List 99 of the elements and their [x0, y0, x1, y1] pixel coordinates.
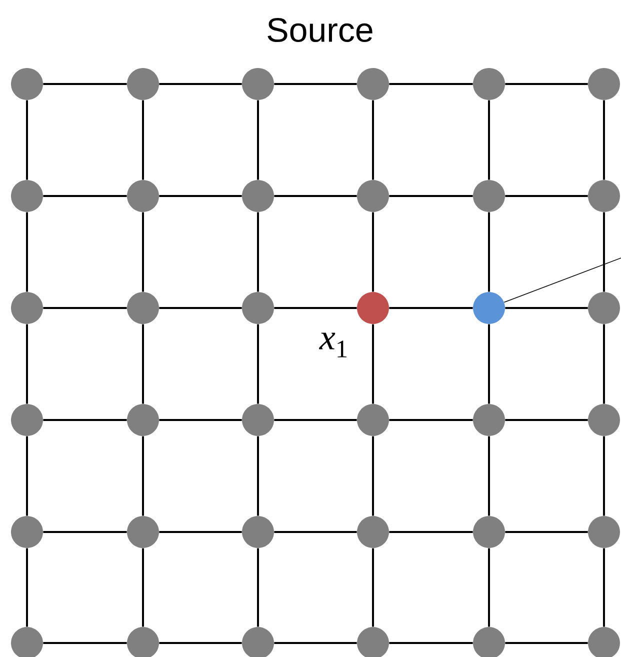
grid-line — [26, 100, 28, 180]
grid-node — [242, 292, 274, 324]
grid-node — [11, 68, 43, 100]
grid-line — [43, 642, 127, 644]
grid-line — [603, 100, 605, 180]
grid-node — [473, 627, 505, 657]
grid-line — [142, 324, 144, 404]
variable-label: x$_{1}$ — [319, 332, 347, 358]
grid-node — [242, 516, 274, 548]
grid-line — [372, 548, 374, 627]
grid-line — [274, 419, 357, 421]
grid-line — [257, 548, 259, 627]
grid-node — [473, 292, 505, 324]
grid-line — [274, 531, 357, 533]
grid-line — [488, 100, 490, 180]
grid-line — [603, 212, 605, 292]
grid-node — [357, 516, 389, 548]
grid-node — [242, 68, 274, 100]
grid-line — [372, 100, 374, 180]
grid-line — [26, 324, 28, 404]
grid-line — [488, 212, 490, 292]
grid-line — [159, 83, 242, 85]
grid-line — [389, 83, 473, 85]
grid-line — [389, 307, 473, 309]
grid-line — [257, 436, 259, 516]
grid-line — [26, 548, 28, 627]
grid-node — [242, 404, 274, 436]
grid-line — [488, 324, 490, 404]
grid-line — [372, 436, 374, 516]
grid-line — [603, 324, 605, 404]
grid-line — [505, 307, 588, 309]
grid-node — [11, 404, 43, 436]
grid-line — [257, 100, 259, 180]
grid-line — [142, 212, 144, 292]
grid-node — [588, 68, 620, 100]
grid-node — [357, 404, 389, 436]
grid-line — [505, 642, 588, 644]
grid-node — [588, 627, 620, 657]
grid-line — [505, 83, 588, 85]
grid-node — [473, 68, 505, 100]
grid-line — [43, 83, 127, 85]
grid-line — [274, 307, 357, 309]
grid-node — [11, 292, 43, 324]
grid-line — [43, 195, 127, 197]
grid-line — [389, 419, 473, 421]
grid-line — [257, 212, 259, 292]
grid-node — [473, 180, 505, 212]
grid-line — [142, 548, 144, 627]
grid-line — [274, 83, 357, 85]
grid-line — [159, 195, 242, 197]
grid-line — [26, 212, 28, 292]
grid-line — [505, 531, 588, 533]
grid-line — [257, 324, 259, 404]
grid-node — [127, 516, 159, 548]
grid-line — [274, 642, 357, 644]
grid-line — [372, 212, 374, 292]
title: Source — [268, 18, 372, 42]
grid-line — [389, 195, 473, 197]
grid-node — [11, 627, 43, 657]
grid-line — [274, 195, 357, 197]
grid-line — [603, 436, 605, 516]
grid-line — [488, 548, 490, 627]
grid-node — [127, 404, 159, 436]
grid-line — [505, 195, 588, 197]
grid-line — [159, 307, 242, 309]
grid-node — [588, 292, 620, 324]
grid-line — [43, 307, 127, 309]
grid-line — [142, 100, 144, 180]
grid-node — [588, 180, 620, 212]
grid-node — [588, 404, 620, 436]
grid-line — [43, 531, 127, 533]
grid-node — [127, 180, 159, 212]
grid-node — [11, 180, 43, 212]
grid-line — [26, 436, 28, 516]
grid-node — [588, 516, 620, 548]
grid-node — [357, 292, 389, 324]
grid-line — [159, 531, 242, 533]
grid-line — [389, 531, 473, 533]
grid-line — [159, 642, 242, 644]
grid-line — [372, 324, 374, 404]
grid-node — [357, 180, 389, 212]
grid-node — [357, 627, 389, 657]
grid-line — [43, 419, 127, 421]
grid-node — [127, 68, 159, 100]
grid-line — [159, 419, 242, 421]
grid-line — [603, 548, 605, 627]
grid-line — [505, 419, 588, 421]
grid-line — [142, 436, 144, 516]
grid-node — [473, 404, 505, 436]
grid-node — [127, 627, 159, 657]
grid-node — [127, 292, 159, 324]
leader-line — [504, 258, 621, 303]
grid-line — [488, 436, 490, 516]
grid-node — [11, 516, 43, 548]
grid-node — [473, 516, 505, 548]
grid-line — [389, 642, 473, 644]
grid-node — [242, 180, 274, 212]
grid-node — [357, 68, 389, 100]
grid-node — [242, 627, 274, 657]
